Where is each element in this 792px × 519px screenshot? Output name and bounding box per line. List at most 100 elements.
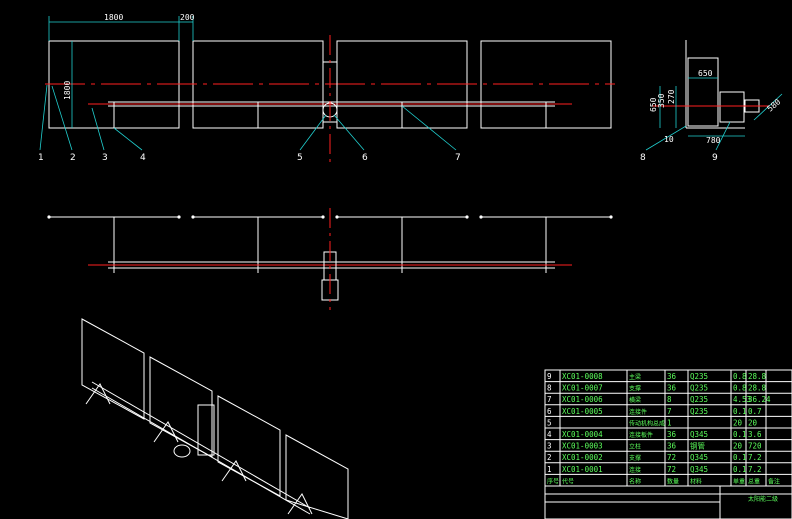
- bom-cell-qty: 36: [667, 442, 677, 451]
- bom-cell-mat: Q235: [690, 395, 708, 404]
- bom-cell-code: XC01-0006: [562, 395, 603, 404]
- bom-cell-mat: Q235: [690, 384, 708, 393]
- bom-cell-no: 6: [547, 407, 552, 416]
- bom-header: 数量: [667, 477, 679, 485]
- strip-ends: [47, 215, 613, 219]
- bom-cell-qty: 72: [667, 465, 676, 474]
- bom-cell-total: 7.2: [748, 465, 762, 474]
- callout-1: 1: [38, 153, 44, 163]
- bom-cell-total: 28.8: [748, 372, 767, 381]
- bom-cell-no: 1: [547, 465, 552, 474]
- title-block-name: 太阳能二级: [748, 495, 778, 503]
- bom-cell-code: XC01-0004: [562, 430, 603, 439]
- dim-side-780: 780: [706, 136, 721, 145]
- iso-panels: [81, 318, 349, 519]
- callout-7: 7: [455, 153, 461, 163]
- callout-3: 3: [102, 153, 108, 163]
- dim-1800: 1800: [104, 13, 123, 22]
- bom-cell-unit: 0.1: [733, 453, 747, 462]
- bom-cell-total: 28.8: [748, 384, 767, 393]
- bom-cell-mat: Q235: [690, 407, 708, 416]
- bom-header: 材料: [690, 477, 702, 485]
- callout-4: 4: [140, 153, 146, 163]
- top-view: 1800 200 1800 1 2 3 4 5 6 7: [38, 13, 615, 165]
- bom-cell-mat: Q345: [690, 465, 708, 474]
- drive-box: [687, 57, 719, 127]
- bom-cell-code: XC01-0007: [562, 384, 603, 393]
- bom-cell-no: 2: [547, 453, 552, 462]
- bom-cell-mat: Q345: [690, 430, 708, 439]
- callout-6: 6: [362, 153, 368, 163]
- dim-side-580: 580: [766, 97, 783, 113]
- bom-cell-name: 立柱: [629, 443, 641, 451]
- bom-cell-no: 7: [547, 395, 552, 404]
- bom-cell-code: XC01-0008: [562, 372, 603, 381]
- bom-cell-no: 5: [547, 418, 552, 427]
- bom-cell-qty: 7: [667, 407, 672, 416]
- bom-cell-no: 4: [547, 430, 552, 439]
- isometric-view: [81, 318, 349, 519]
- bom-cell-unit: 20: [733, 418, 743, 427]
- dim-side-650b: 650: [649, 97, 658, 112]
- dim-side-650: 650: [698, 69, 713, 78]
- dim-side-10: 10: [664, 135, 674, 144]
- bom-cell-qty: 72: [667, 453, 676, 462]
- callout-5: 5: [297, 153, 303, 163]
- front-view: [47, 208, 613, 310]
- bom-cell-qty: 8: [667, 395, 672, 404]
- bom-cell-name: 连接: [629, 466, 641, 474]
- side-dims: [645, 77, 783, 151]
- bom-header: 备注: [768, 477, 780, 485]
- bom-cell-unit: 0.8: [733, 372, 747, 381]
- bom-cell-name: 支撑: [629, 454, 641, 462]
- dim-side-270: 270: [667, 89, 676, 104]
- callout-9: 9: [712, 153, 718, 163]
- bom-cell-no: 3: [547, 442, 552, 451]
- bom-header: 代号: [562, 477, 574, 485]
- bom-cell-name: 连接件: [629, 408, 647, 416]
- bom-cell-name: 传动机构总成: [629, 419, 665, 427]
- bom-cell-total: 36.24: [748, 395, 771, 404]
- front-supports: [113, 217, 547, 273]
- bom-cell-code: XC01-0003: [562, 442, 603, 451]
- iso-beam: [91, 381, 311, 515]
- motor-box: [719, 91, 745, 123]
- bom-header: 总重: [748, 477, 760, 485]
- bom-cell-name: 横梁: [629, 396, 641, 404]
- bom-cell-mat: 钢管: [690, 441, 705, 451]
- iso-drive: [197, 404, 215, 456]
- bom-cell-unit: 4.53: [733, 395, 751, 404]
- bom-header: 序号: [547, 477, 559, 485]
- bom-cell-total: 0.7: [748, 407, 762, 416]
- bom-cell-no: 9: [547, 372, 552, 381]
- callout-2: 2: [70, 153, 76, 163]
- bom-cell-no: 8: [547, 384, 552, 393]
- dim-side-350: 350: [657, 93, 666, 108]
- iso-motor: [173, 444, 191, 458]
- bom-cell-unit: 0.1: [733, 407, 747, 416]
- bom-cell-total: 7.2: [748, 453, 762, 462]
- bom-cell-unit: 0.8: [733, 384, 747, 393]
- leaders-top: [39, 84, 457, 151]
- bom-cell-code: XC01-0005: [562, 407, 603, 416]
- dim-200: 200: [180, 13, 195, 22]
- bom-cell-name: 主梁: [629, 373, 641, 381]
- bom-cell-qty: 36: [667, 372, 677, 381]
- bom-cell-code: XC01-0001: [562, 465, 603, 474]
- bom-cell-qty: 36: [667, 384, 677, 393]
- iso-legs: [85, 383, 313, 515]
- bom-cell-name: 连接板件: [629, 431, 653, 439]
- side-view: 650 270 650 350 10 780 580 8 9: [640, 40, 782, 163]
- bom-header: 单重: [733, 477, 745, 485]
- bom-cell-unit: 0.1: [733, 465, 747, 474]
- callout-8: 8: [640, 153, 646, 163]
- bom-cell-code: XC01-0002: [562, 453, 603, 462]
- bom-cell-mat: Q345: [690, 453, 708, 462]
- bom-cell-qty: 36: [667, 430, 677, 439]
- bom-cell-unit: 0.1: [733, 430, 747, 439]
- bom-cell-unit: 20: [733, 442, 743, 451]
- dim-1800-vertical: 1800: [63, 81, 72, 100]
- bom-cell-qty: 1: [667, 418, 672, 427]
